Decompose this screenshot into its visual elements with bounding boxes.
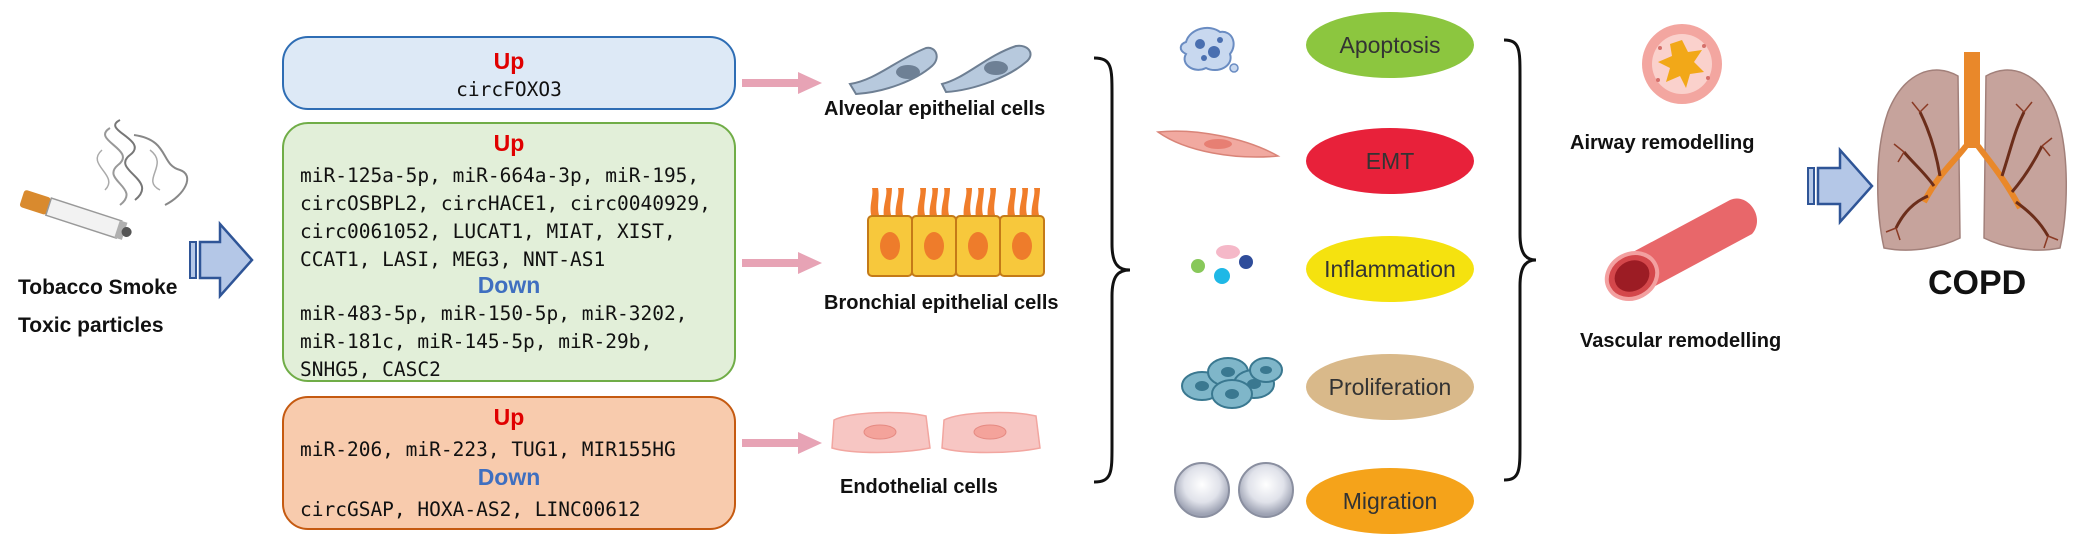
arrow-to-bronchial: [742, 252, 822, 274]
molecule-list-line: miR-206, miR-223, TUG1, MIR155HG: [300, 438, 676, 461]
copd-label: COPD: [1928, 264, 2027, 302]
process-label: EMT: [1365, 147, 1415, 174]
molecule-list-line: SNHG5, CASC2: [300, 358, 441, 381]
process-label: Apoptosis: [1339, 31, 1441, 58]
process-oval-migration: Migration: [1306, 468, 1474, 534]
bronchial-cell-icon: [867, 188, 1045, 277]
bronchial-regulation-box: Up miR-125a-5p, miR-664a-3p, miR-195, ci…: [282, 122, 736, 382]
block-arrow-icon: [1807, 146, 1874, 226]
molecule-list-line: circOSBPL2, circHACE1, circ0040929,: [300, 192, 711, 215]
lungs-icon: [1877, 52, 2067, 251]
molecule-list-line: circGSAP, HOXA-AS2, LINC00612: [300, 498, 641, 521]
molecule-list-line: circ0061052, LUCAT1, MIAT, XIST,: [300, 220, 676, 243]
process-label: Migration: [1342, 487, 1438, 514]
molecule-list-line: circFOXO3: [456, 78, 562, 101]
process-oval-emt: EMT: [1306, 128, 1474, 194]
cigarette-smoke-icon: [19, 119, 189, 240]
up-label: Up: [493, 48, 525, 74]
process-oval-apoptosis: Apoptosis: [1306, 12, 1474, 78]
airway-cross-section-icon: [1642, 24, 1722, 104]
alveolar-regulation-box: Up circFOXO3: [282, 36, 736, 110]
arrow-to-endothelial: [742, 432, 822, 454]
airway-remodelling-label: Airway remodelling: [1570, 132, 1755, 154]
bronchial-cell-label: Bronchial epithelial cells: [824, 292, 1059, 314]
alveolar-cell-icon: [848, 44, 1032, 96]
process-oval-inflammation: Inflammation: [1306, 236, 1474, 302]
endothelial-regulation-box: Up miR-206, miR-223, TUG1, MIR155HG Down…: [282, 396, 736, 530]
molecule-list-line: miR-483-5p, miR-150-5p, miR-3202,: [300, 302, 688, 325]
apoptotic-cell-icon: [1179, 26, 1239, 73]
alveolar-cell-label: Alveolar epithelial cells: [824, 98, 1046, 120]
molecule-list-line: CCAT1, LASI, MEG3, NNT-AS1: [300, 248, 606, 271]
process-label: Proliferation: [1328, 373, 1452, 400]
source-label-line1: Tobacco Smoke: [18, 276, 178, 299]
molecule-list-line: miR-125a-5p, miR-664a-3p, miR-195,: [300, 164, 700, 187]
arrow-to-alveolar: [742, 72, 822, 94]
process-oval-proliferation: Proliferation: [1306, 354, 1474, 420]
block-arrow-icon: [189, 220, 254, 300]
curly-brace-right: [1503, 38, 1537, 482]
vascular-remodelling-label: Vascular remodelling: [1580, 330, 1782, 352]
migrating-cells-icon: [1174, 462, 1294, 518]
molecule-list-line: miR-181c, miR-145-5p, miR-29b,: [300, 330, 653, 353]
source-label-line2: Toxic particles: [18, 314, 164, 337]
spindle-cell-icon: [1155, 130, 1281, 158]
process-label: Inflammation: [1324, 255, 1456, 282]
up-label: Up: [493, 130, 525, 156]
down-label: Down: [477, 464, 541, 490]
endothelial-cell-label: Endothelial cells: [840, 476, 998, 498]
up-label: Up: [493, 404, 525, 430]
blood-vessel-icon: [1604, 198, 1757, 301]
inflammatory-cells-icon: [1191, 245, 1253, 284]
down-label: Down: [477, 272, 541, 298]
curly-brace-left: [1093, 56, 1131, 484]
cell-cluster-icon: [1181, 357, 1283, 409]
endothelial-cell-icon: [831, 411, 1041, 454]
